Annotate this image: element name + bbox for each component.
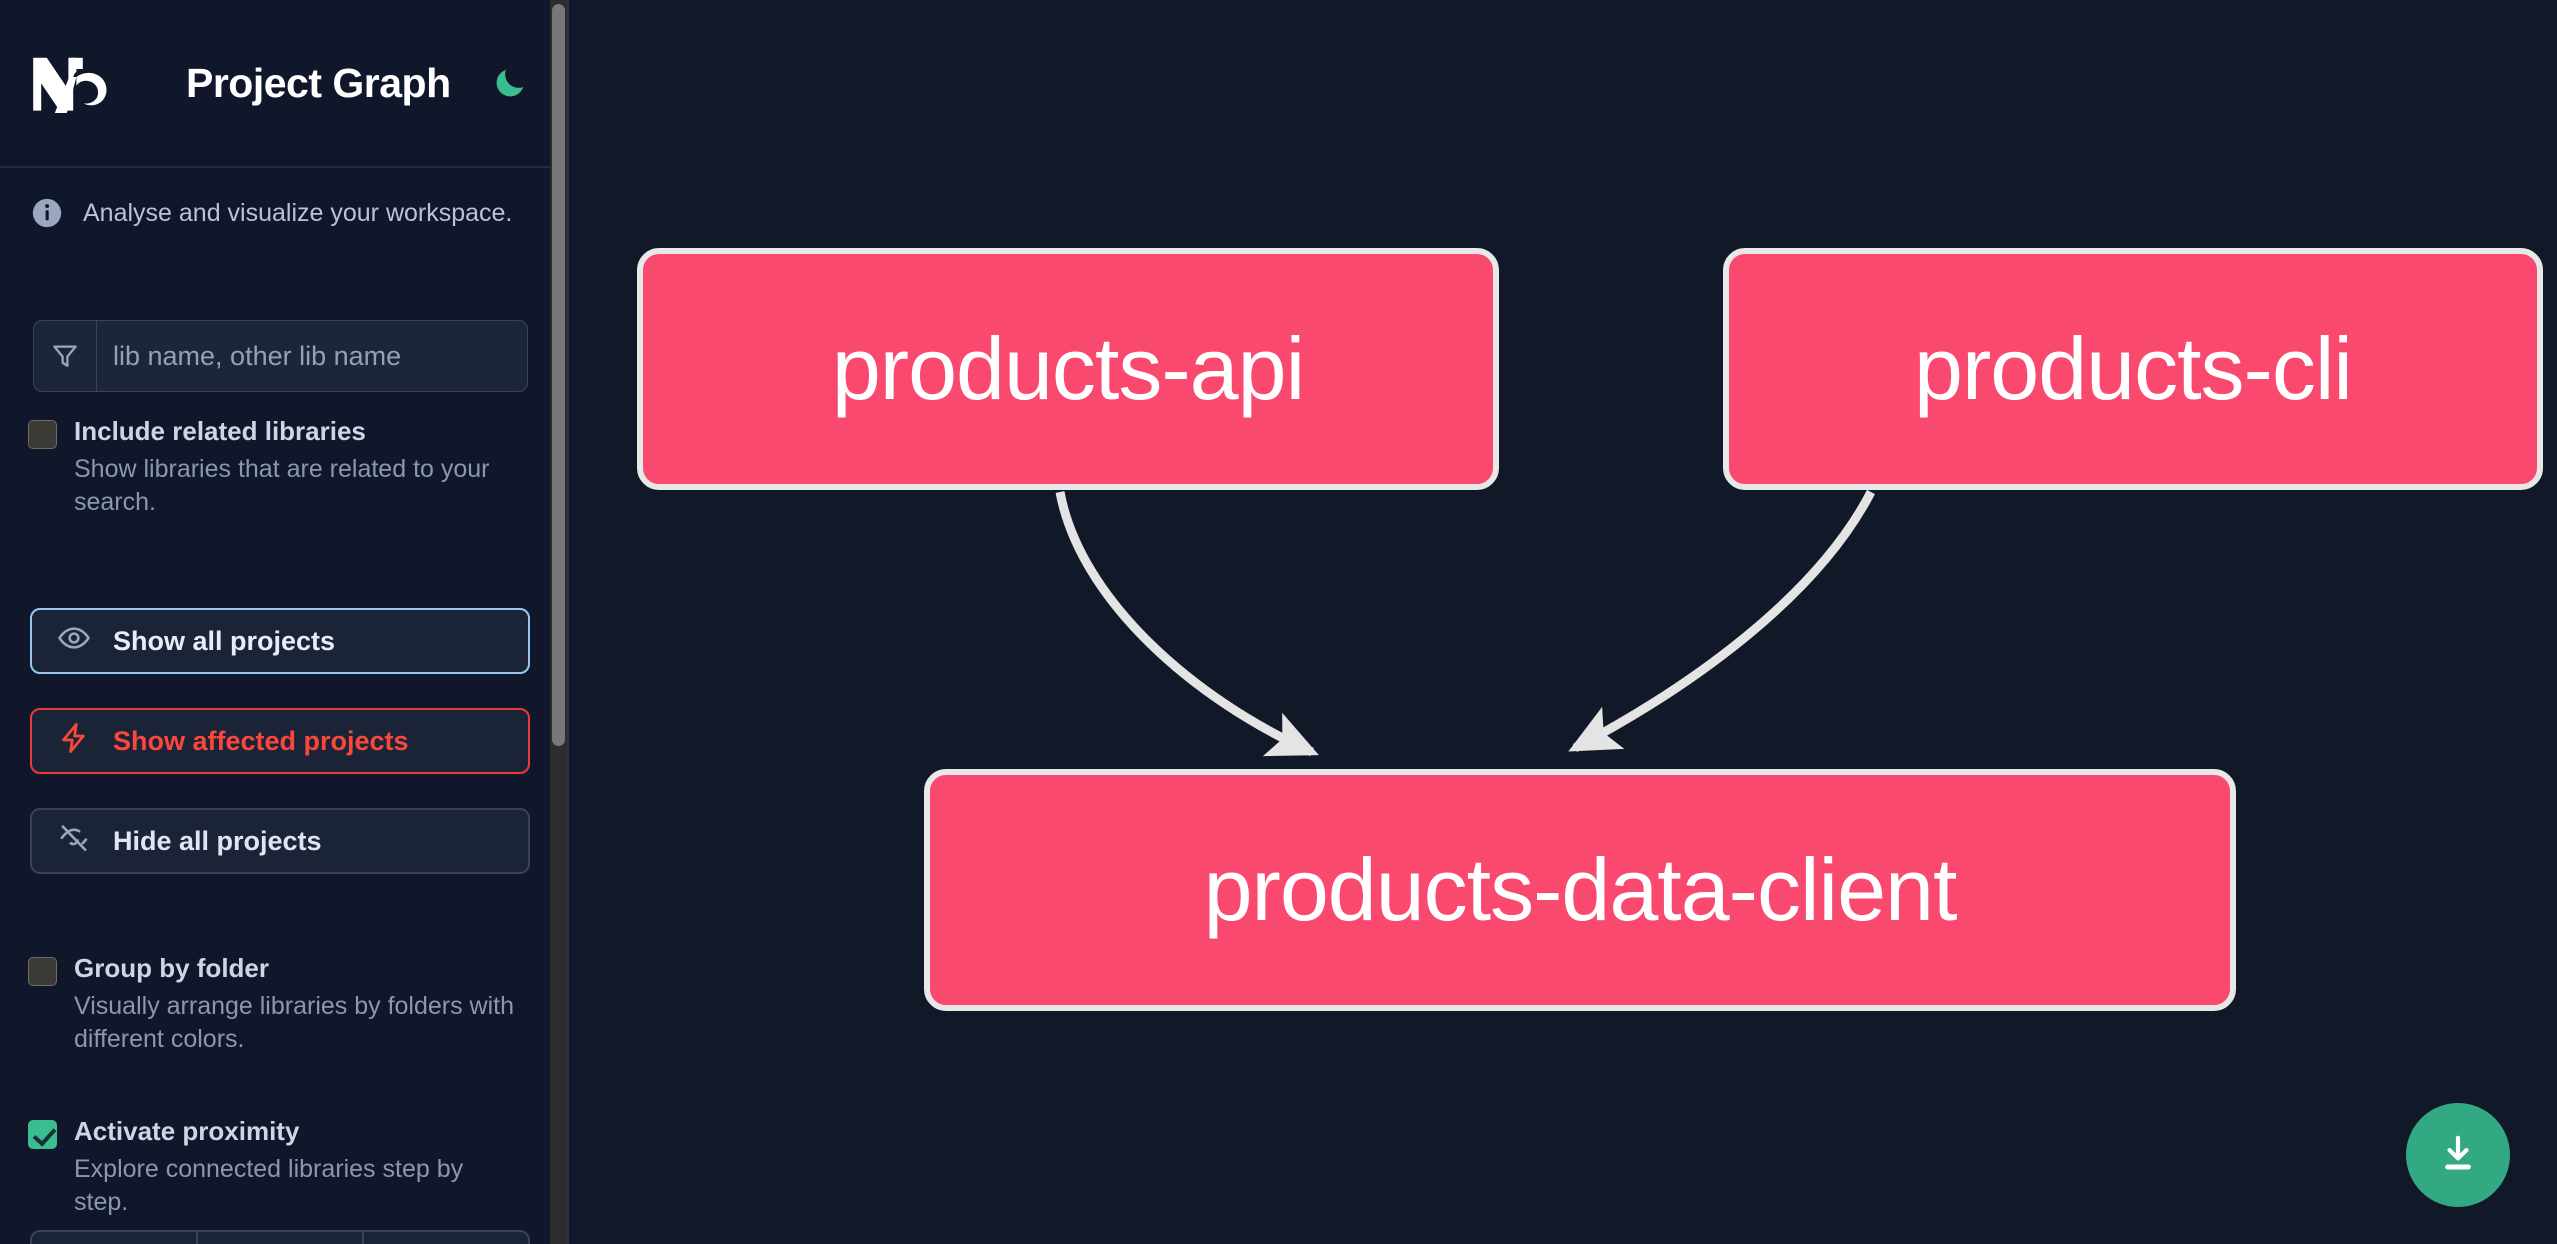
edge-products-cli-to-products-data-client	[1568, 489, 1875, 752]
graph-node-label: products-api	[831, 319, 1305, 418]
option-row[interactable]: Group by folder	[28, 952, 528, 986]
sidebar-scrollbar-thumb[interactable]	[552, 4, 565, 746]
hide-all-projects-button[interactable]: Hide all projects	[30, 808, 530, 874]
option-description: Show libraries that are related to your …	[74, 455, 490, 517]
graph-node-label: products-cli	[1914, 319, 2353, 418]
search-field[interactable]	[33, 320, 528, 392]
checkbox-activate-proximity[interactable]	[28, 1120, 57, 1149]
sidebar-divider	[567, 0, 569, 1244]
checkbox-group-by-folder[interactable]	[28, 957, 57, 986]
graph-node-products-cli[interactable]: products-cli	[1723, 248, 2543, 490]
option-row[interactable]: Include related libraries	[28, 415, 528, 449]
option-activate-proximity[interactable]: Activate proximity Explore connected lib…	[28, 1115, 528, 1220]
option-include-related-libraries[interactable]: Include related libraries Show libraries…	[28, 415, 528, 520]
eye-icon	[57, 621, 91, 662]
lightning-icon	[57, 721, 91, 762]
filter-icon	[34, 321, 97, 391]
graph-node-products-api[interactable]: products-api	[637, 248, 1499, 490]
proximity-step-value[interactable]	[198, 1232, 364, 1244]
option-label: Include related libraries	[74, 416, 366, 446]
hide-all-projects-label: Hide all projects	[113, 825, 322, 856]
download-graph-button[interactable]	[2406, 1103, 2510, 1207]
nx-logo-icon	[30, 53, 126, 113]
option-description: Visually arrange libraries by folders wi…	[74, 992, 515, 1054]
option-group-by-folder[interactable]: Group by folder Visually arrange librari…	[28, 952, 528, 1057]
show-affected-projects-label: Show affected projects	[113, 725, 409, 756]
option-row[interactable]: Activate proximity	[28, 1115, 528, 1149]
show-all-projects-button[interactable]: Show all projects	[30, 608, 530, 674]
info-circle-icon	[30, 196, 64, 230]
search-input[interactable]	[97, 321, 527, 391]
graph-canvas[interactable]: products-api products-cli products-data-…	[575, 0, 2557, 1244]
proximity-step-control[interactable]	[30, 1230, 530, 1244]
workspace-info-text: Analyse and visualize your workspace.	[83, 198, 513, 227]
sidebar: Project Graph Analyse and visualize yo	[0, 0, 575, 1244]
option-description: Explore connected libraries step by step…	[74, 1155, 464, 1217]
graph-node-products-data-client[interactable]: products-data-client	[924, 769, 2236, 1011]
workspace-info: Analyse and visualize your workspace.	[30, 196, 530, 230]
moon-icon[interactable]	[491, 64, 529, 102]
sidebar-header: Project Graph	[0, 0, 550, 168]
sidebar-content: Project Graph Analyse and visualize yo	[0, 0, 550, 1244]
show-all-projects-label: Show all projects	[113, 625, 336, 656]
checkbox-include-related-libraries[interactable]	[28, 420, 57, 449]
option-label: Activate proximity	[74, 1116, 300, 1146]
proximity-step-increase[interactable]	[364, 1232, 528, 1244]
edge-products-api-to-products-data-client	[1055, 491, 1319, 757]
graph-edges	[1055, 489, 1875, 757]
show-affected-projects-button[interactable]: Show affected projects	[30, 708, 530, 774]
download-icon	[2435, 1131, 2481, 1180]
page-title: Project Graph	[186, 59, 451, 106]
proximity-step-decrease[interactable]	[32, 1232, 198, 1244]
eye-off-icon	[57, 821, 91, 862]
graph-node-label: products-data-client	[1203, 840, 1958, 939]
option-label: Group by folder	[74, 953, 269, 983]
